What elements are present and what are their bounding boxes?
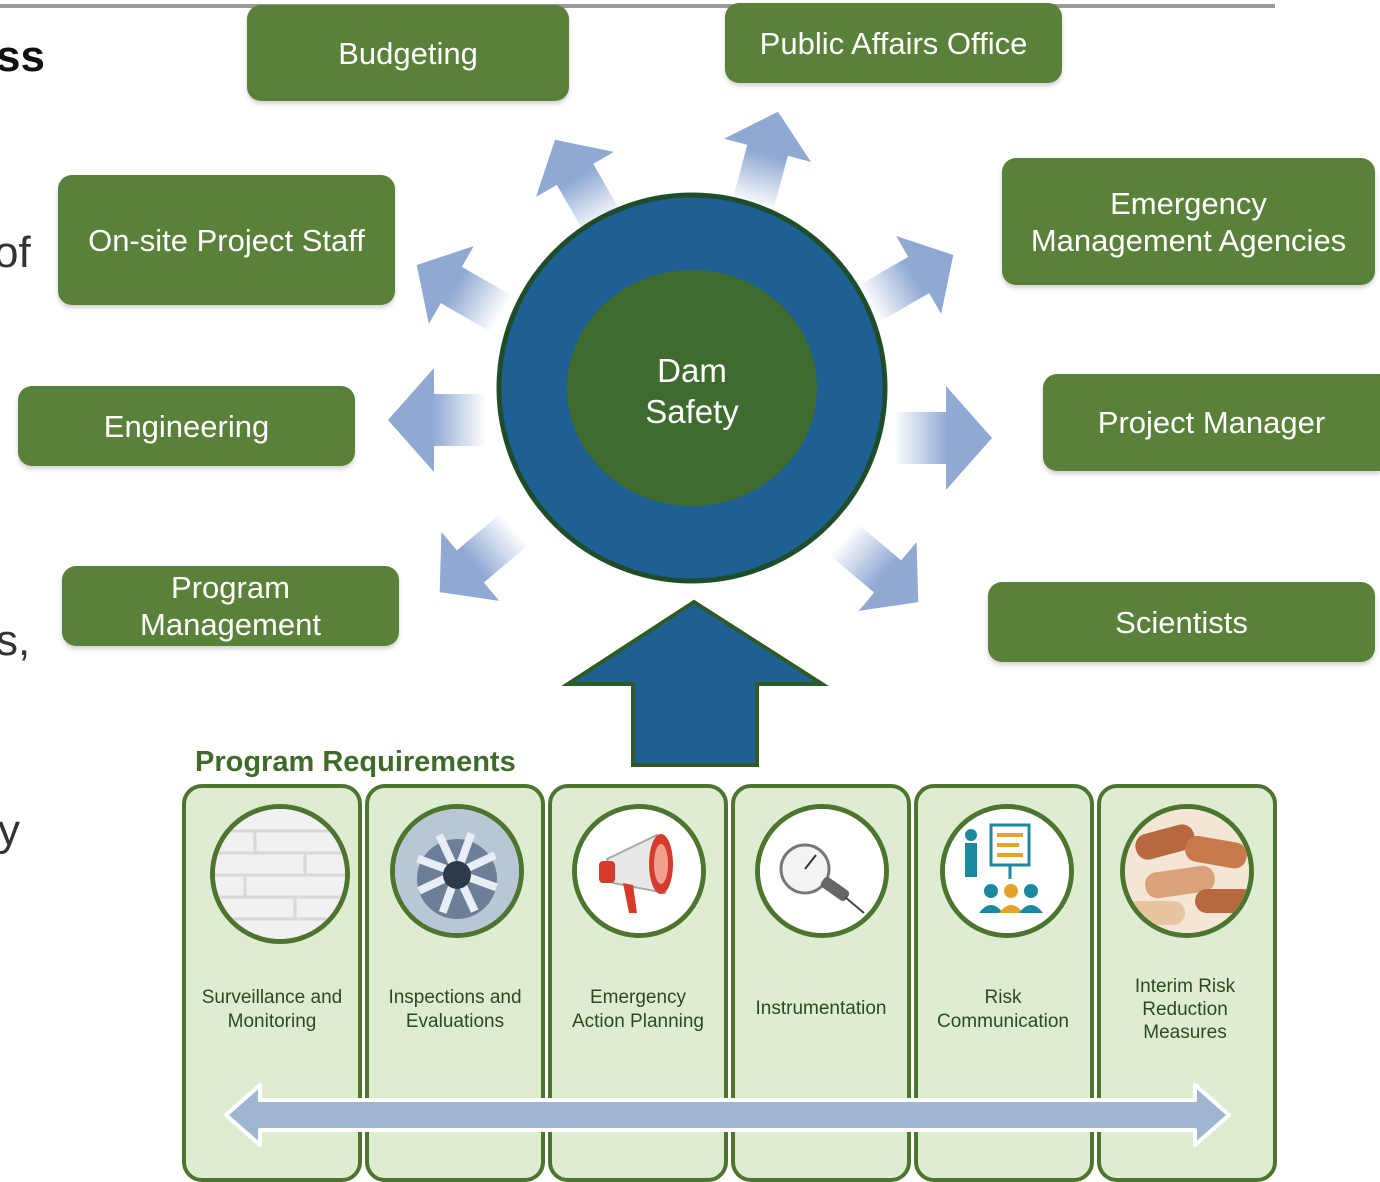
requirements-up-arrow [561,599,829,767]
fragment-1: ss [0,32,45,81]
requirement-label-5: Risk Communication [937,987,1069,1032]
requirement-label-3: Emergency Action Planning [571,987,705,1032]
dam-safety-inner-circle [567,270,817,506]
requirement-label-1: Surveillance and Monitoring [201,987,343,1032]
project-manager-box: Project Manager [1043,374,1380,471]
metal-gears-icon [390,804,524,938]
top-rule [0,4,1275,8]
arrow-to-public-affairs [724,111,812,212]
presentation-icon [940,804,1074,938]
wall-texture-icon [210,804,350,944]
arrow-to-engineering [388,368,486,472]
diagram-graphics [388,111,992,767]
dam-safety-label: Dam Safety [645,352,739,430]
onsite-staff-label: On-site Project Staff [88,222,365,258]
public-affairs-label: Public Affairs Office [759,25,1028,61]
fragment-2: of [0,228,31,277]
engineering-label: Engineering [103,408,270,444]
public-affairs-box: Public Affairs Office [725,3,1062,83]
requirements-title: Program Requirements [195,746,516,778]
requirement-label-6: Interim Risk Reduction Measures [1134,976,1236,1043]
onsite-staff-box: On-site Project Staff [58,175,395,305]
arrow-to-project-manager [894,386,992,490]
fragment-3: s, [0,616,31,665]
program-management-label: Program Management [140,570,321,642]
arrow-to-budgeting [536,139,623,236]
scientists-box: Scientists [988,582,1375,662]
emergency-agencies-label: Emergency Management Agencies [1030,185,1347,258]
requirement-label-2: Inspections and Evaluations [388,987,522,1032]
sandbags-icon [1120,804,1254,938]
double-headed-arrow [224,1083,1231,1147]
emergency-agencies-box: Emergency Management Agencies [1002,158,1375,285]
budgeting-box: Budgeting [247,5,569,101]
program-management-box: Program Management [62,566,399,646]
budgeting-label: Budgeting [338,35,478,71]
project-manager-label: Project Manager [1097,405,1326,440]
megaphone-icon [572,804,706,938]
arrow-to-emergency-agencies [857,236,954,323]
scientists-label: Scientists [1115,604,1248,640]
dial-gauge-icon [755,804,889,938]
requirement-label-4: Instrumentation [755,998,887,1019]
fragment-4: y [0,806,20,855]
arrow-to-onsite-staff [416,246,513,333]
arrow-to-program-management [439,513,529,601]
engineering-box: Engineering [18,386,355,466]
arrow-to-scientists [829,523,919,611]
